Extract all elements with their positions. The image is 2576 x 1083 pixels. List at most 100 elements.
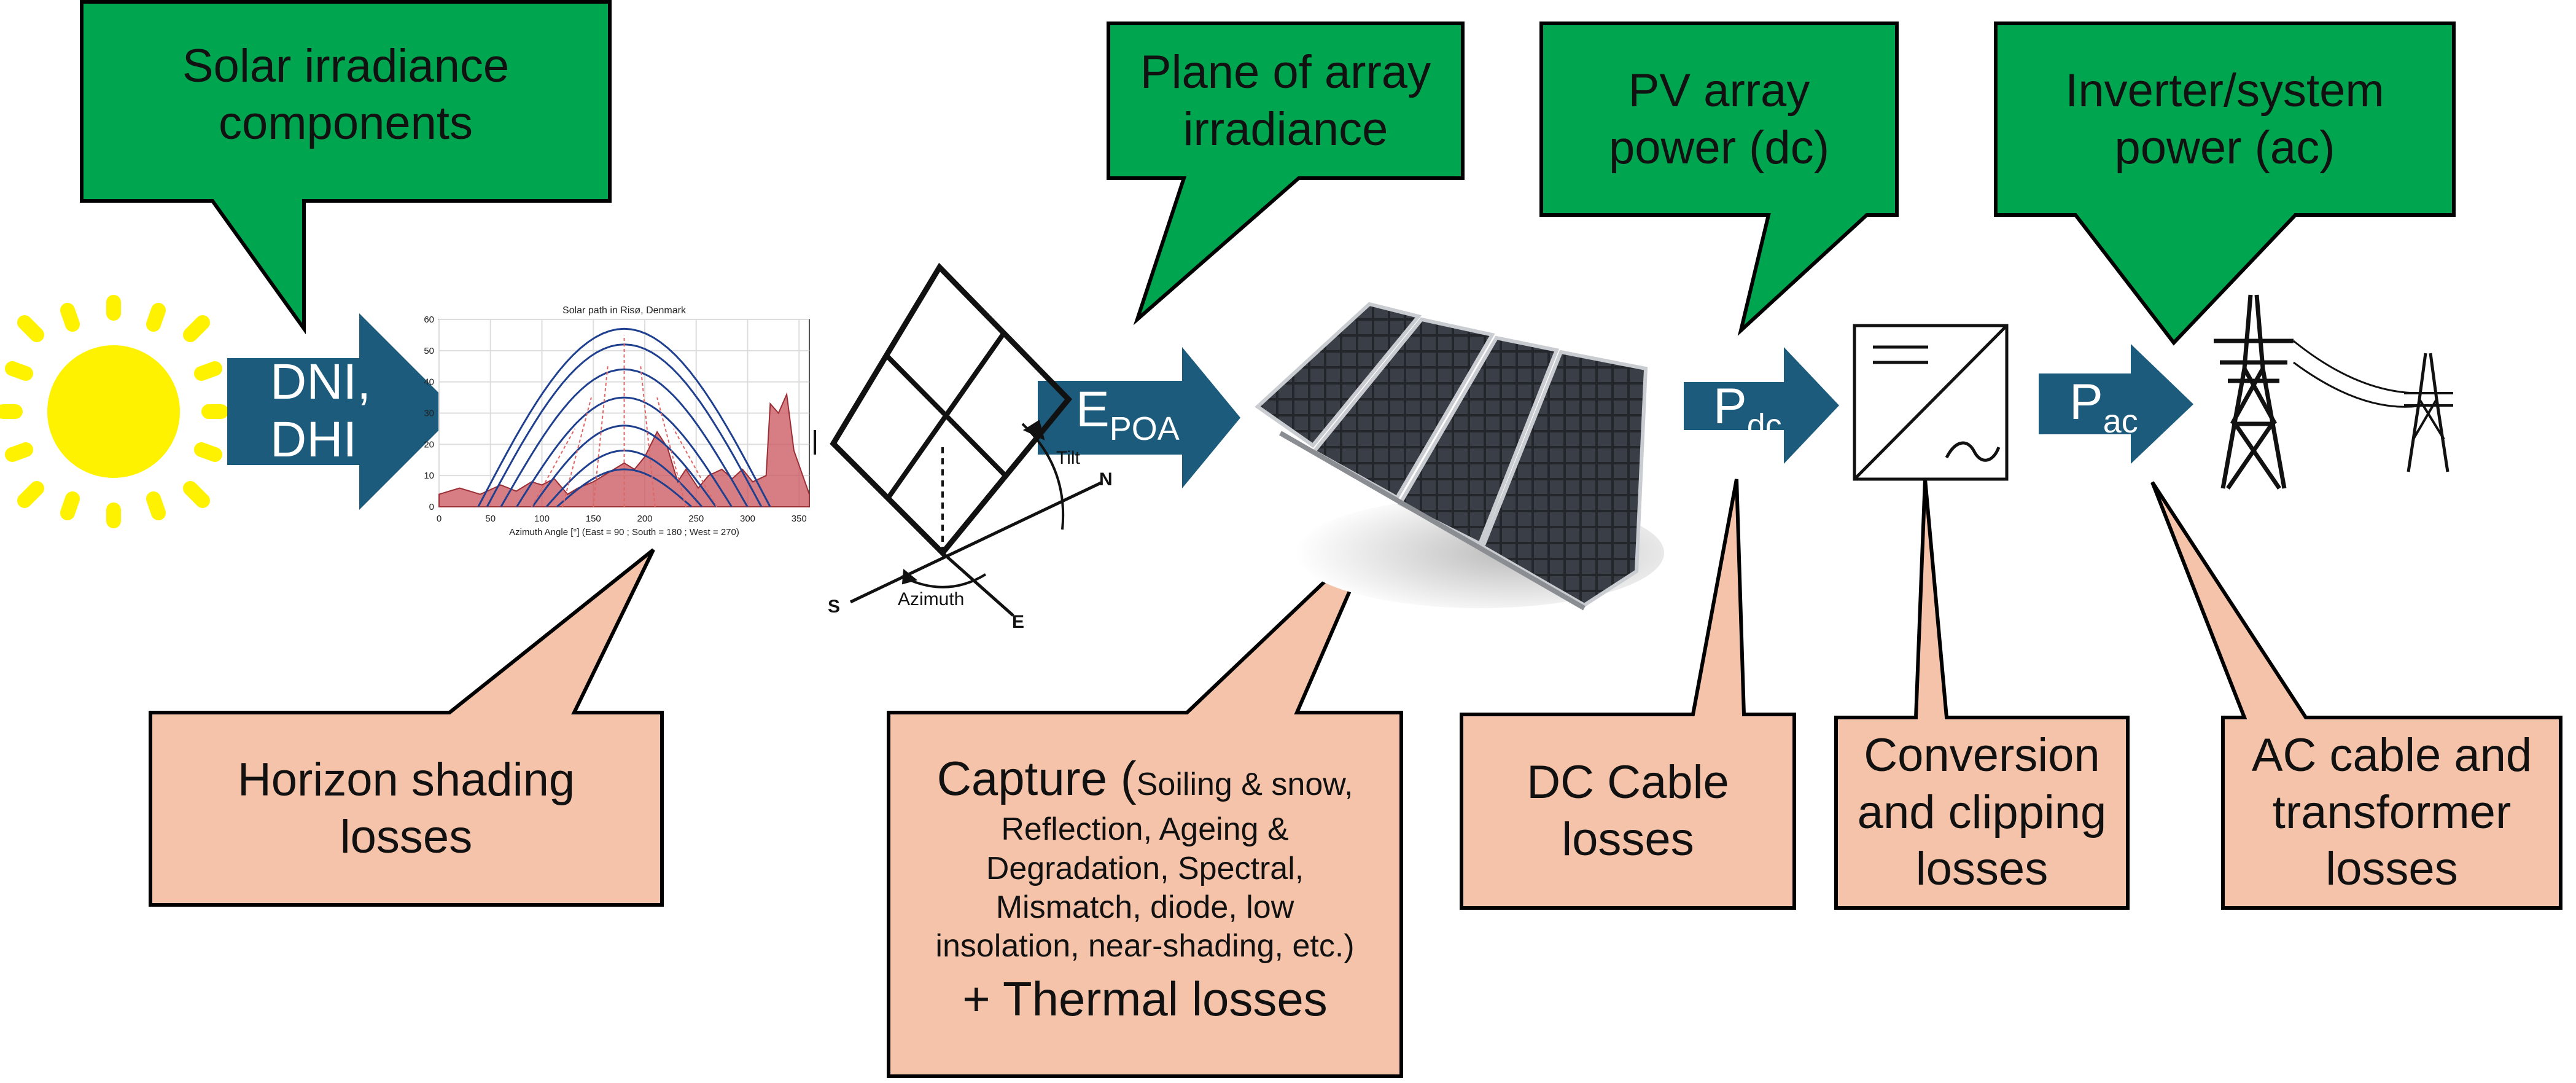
chart-sun-path-line [556, 468, 692, 508]
label-dc-cable: DC Cable losses [1461, 714, 1794, 908]
text-line: Mismatch, diode, low [995, 889, 1294, 926]
arrow-dni-dhi-label: DNI, DHI [270, 353, 393, 469]
text-line: power (ac) [2114, 122, 2335, 174]
chart-y-tick-label: 30 [424, 409, 434, 419]
label-pv-array-power: PV array power (dc) [1541, 43, 1897, 197]
chart-sun-path-line [477, 327, 771, 507]
subscript: ac [2103, 403, 2138, 440]
capture-heading: Capture (Soiling & snow, [937, 749, 1353, 808]
subscript: POA [1109, 410, 1180, 447]
label-conversion: Conversion and clipping losses [1836, 717, 2128, 908]
chart-x-tick-label: 100 [534, 514, 550, 524]
text-line: power (dc) [1609, 122, 1829, 174]
text-line: Inverter/system [2065, 65, 2384, 117]
text-line: Reflection, Ageing & [1001, 811, 1289, 848]
callout-irradiance-components [80, 0, 612, 335]
text-line: losses [340, 810, 473, 863]
arrow-pac [2039, 344, 2193, 464]
chart-x-tick-label: 300 [740, 514, 755, 524]
callout-ac-cable [2150, 481, 2562, 910]
chart-y-tick-label: 60 [424, 315, 434, 325]
north-label: N [1099, 469, 1113, 490]
chart-x-tick-label: 150 [586, 514, 601, 524]
chart-x-tick-label: 0 [437, 514, 442, 524]
text-line: Horizon shading [237, 753, 575, 806]
text-line: DNI, [270, 354, 371, 410]
tilt-azimuth-diagram [814, 262, 1103, 617]
chart-title: Solar path in Risø, Denmark [562, 305, 687, 316]
chart-x-axis-label: Azimuth Angle [°] (East = 90 ; South = 1… [509, 527, 739, 538]
azimuth-axis-e [941, 552, 1014, 617]
azimuth-label: Azimuth [898, 589, 964, 609]
transmission-tower-icon [2214, 294, 2453, 490]
text-line: Plane of array [1140, 46, 1431, 99]
arrow-pdc-label: Pdc [1713, 378, 1782, 444]
capture-head-small-text: Soiling & snow, [1136, 767, 1353, 802]
callout-conversion [1834, 479, 2130, 910]
text-line: Degradation, Spectral, [986, 850, 1304, 886]
chart-sun-path-line [531, 424, 717, 507]
panel-rail [1279, 431, 1586, 611]
subscript: dc [1746, 407, 1782, 444]
callout-dc-cable [1460, 479, 1796, 910]
arrow-pac-label: Pac [2069, 373, 2138, 440]
chart-hour-line [656, 397, 687, 507]
chart-hour-line [593, 366, 609, 507]
text-line: irradiance [1183, 103, 1388, 155]
text-line: insolation, near-shading, etc.) [935, 928, 1355, 964]
chart-hour-line [531, 428, 575, 507]
chart-hour-line [673, 428, 718, 507]
pv-modules-image [1255, 302, 1664, 611]
callout-horizon-shading [149, 548, 664, 907]
arrow-epoa [1038, 347, 1240, 488]
chart-x-tick-label: 350 [792, 514, 807, 524]
label-plane-of-array: Plane of array irradiance [1108, 31, 1463, 172]
chart-y-tick-label: 0 [429, 502, 434, 512]
label-irradiance-components: Solar irradiance components [82, 25, 610, 166]
callout-pv-array-power [1539, 22, 1899, 336]
chart-y-tick-label: 20 [424, 439, 434, 450]
azimuth-arc-arrowhead [901, 569, 918, 585]
arrow-pdc [1684, 347, 1839, 464]
chart-horizon-profile [438, 392, 810, 507]
chart-x-tick-label: 50 [485, 514, 496, 524]
chart-x-tick-label: 250 [688, 514, 704, 524]
text-line: losses [2325, 843, 2458, 896]
text-line: losses [1915, 843, 2049, 896]
text-line: losses [1562, 813, 1694, 866]
chart-hour-line [562, 397, 592, 507]
callout-capture-losses [887, 533, 1403, 1078]
chart-y-tick-label: 40 [424, 377, 434, 388]
chart-sun-path-line [516, 396, 733, 507]
callout-inverter-power [1994, 22, 2456, 346]
subscript-main: E [1076, 381, 1110, 437]
chart-x-tick-label: 200 [637, 514, 652, 524]
text-line: Solar irradiance [182, 40, 510, 93]
text-line: AC cable and [2251, 729, 2532, 781]
label-inverter-power: Inverter/system power (ac) [1996, 43, 2454, 197]
inverter-icon [1853, 324, 2009, 481]
chart-sun-path-line [500, 368, 749, 507]
sun-icon [0, 295, 228, 528]
chart-y-tick-label: 10 [424, 471, 434, 481]
arrow-dni-dhi [227, 313, 457, 510]
azimuth-axis-sn [849, 480, 1103, 604]
arrow-epoa-label: EPOA [1076, 381, 1180, 447]
chart-y-tick-label: 50 [424, 346, 434, 356]
pv-module-1 [1255, 302, 1422, 448]
callout-plane-of-array [1107, 22, 1465, 326]
text-line: and clipping [1857, 786, 2107, 839]
text-line: PV array [1628, 65, 1810, 117]
tilt-arc-arrowhead [1022, 420, 1045, 440]
chart-hour-line [640, 366, 656, 507]
text-line: components [218, 97, 473, 149]
text-line: transformer [2272, 786, 2512, 839]
module-grid-line [884, 353, 1008, 478]
subscript-main: P [1713, 378, 1747, 434]
east-label: E [1012, 612, 1024, 632]
text-line: DC Cable [1527, 756, 1729, 808]
solar-path-chart: 0 50 100 150 200 250 300 350 0 10 20 30 40 50 60 Solar … [424, 305, 810, 538]
label-horizon-shading: Horizon shading losses [150, 713, 662, 905]
